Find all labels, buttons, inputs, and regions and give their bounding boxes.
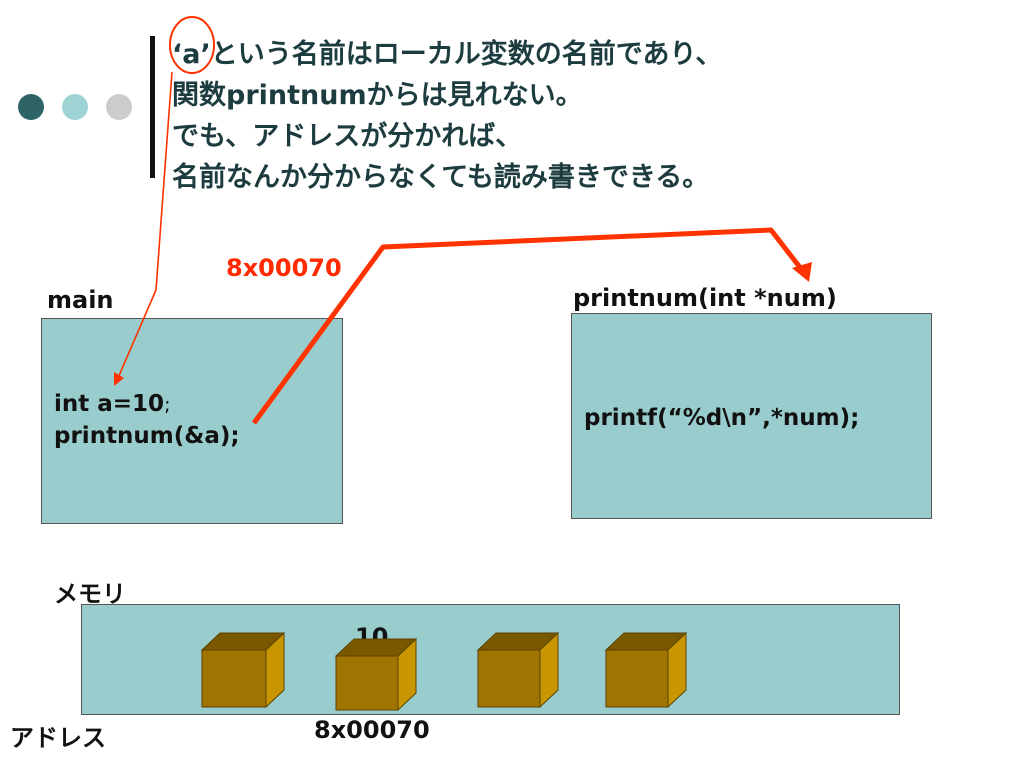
decor-dot-dark xyxy=(18,94,44,120)
code-printnum-call: printnum(&a); xyxy=(54,423,240,449)
highlight-circle xyxy=(169,16,215,74)
code-int-a: int a=10 xyxy=(54,391,165,417)
memory-cell-cube-3 xyxy=(476,631,560,709)
title-line-2: 関数printnumからは見れない。 xyxy=(172,80,583,111)
title-line-4: 名前なんか分からなくても読み書きできる。 xyxy=(172,162,710,193)
memory-cell-cube-a xyxy=(334,637,418,712)
main-function-box xyxy=(41,318,343,524)
title-line-1: ‘a’という名前はローカル変数の名前であり、 xyxy=(172,39,723,70)
title-divider xyxy=(150,36,155,178)
memory-label: メモリ xyxy=(54,580,126,608)
thin-arrow xyxy=(114,71,173,386)
printnum-label: printnum(int *num) xyxy=(573,284,837,312)
title-line-3: でも、アドレスが分かれば、 xyxy=(172,121,523,152)
address-label: アドレス xyxy=(10,724,106,752)
decor-dot-gray xyxy=(106,94,132,120)
printnum-code: printf(“%d\n”,*num); xyxy=(584,405,860,431)
memory-cell-cube-4 xyxy=(604,631,688,709)
main-label: main xyxy=(47,286,114,314)
address-label-top: 8x00070 xyxy=(226,254,342,282)
code-semicolon: ; xyxy=(164,394,171,416)
pointer-arrow xyxy=(251,227,812,425)
slide-title: ‘a’という名前はローカル変数の名前であり、 関数printnumからは見れない… xyxy=(172,34,722,198)
printnum-function-box xyxy=(571,313,932,519)
decor-dot-light xyxy=(62,94,88,120)
main-code: int a=10; printnum(&a); xyxy=(54,389,240,452)
memory-cell-cube-1 xyxy=(200,631,286,709)
memory-cell-address: 8x00070 xyxy=(314,716,430,744)
